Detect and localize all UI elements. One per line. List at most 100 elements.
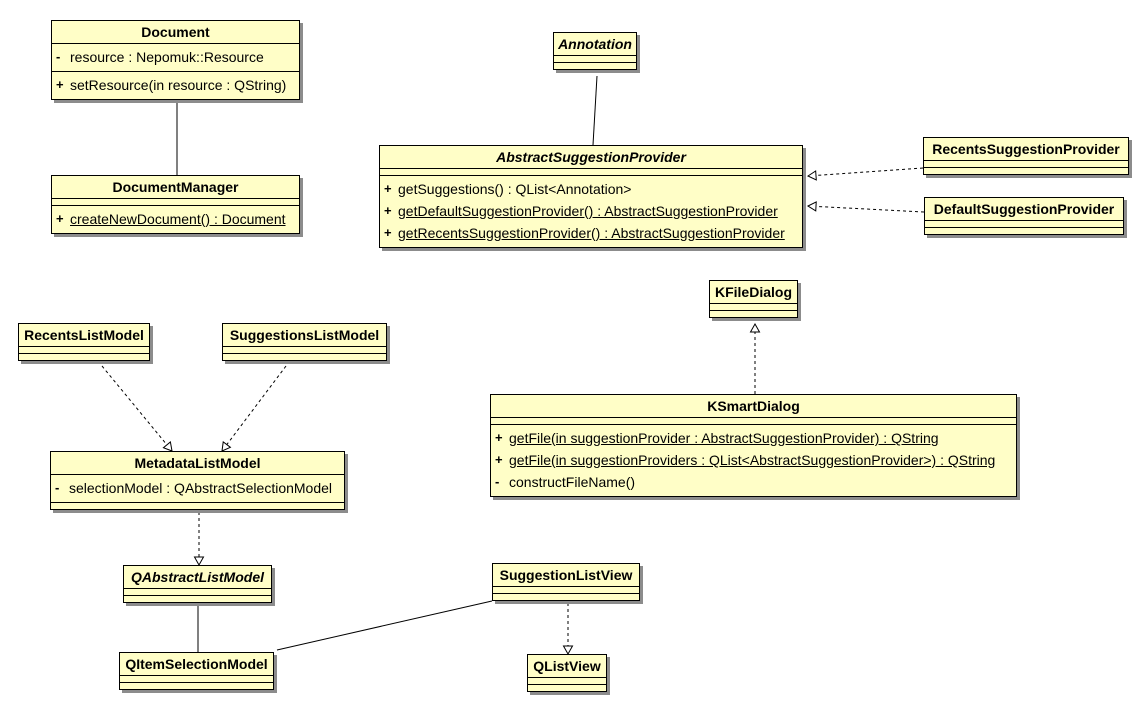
class-name: AbstractSuggestionProvider — [496, 149, 686, 165]
attribute-compartment — [19, 346, 149, 353]
class-name: Document — [141, 24, 210, 40]
class-document: Document-resource : Nepomuk::Resource+ se… — [51, 20, 300, 100]
operation-signature: setResource(in resource : QString) — [70, 77, 287, 93]
visibility-marker: - — [495, 474, 500, 489]
class-name: Annotation — [558, 36, 632, 52]
operation-compartment — [124, 595, 271, 602]
class-name: KSmartDialog — [707, 398, 800, 414]
attribute-compartment — [52, 198, 299, 205]
hollow-arrowhead-icon — [806, 170, 817, 181]
attribute-signature: selectionModel : QAbstractSelectionModel — [69, 480, 333, 496]
operation-compartment — [528, 684, 606, 691]
class-name: RecentsSuggestionProvider — [932, 141, 1120, 157]
class-q-abstract-list-model: QAbstractListModel — [123, 565, 272, 603]
operation-compartment: + getFile(in suggestionProvider : Abstrac… — [491, 424, 1016, 496]
class-abstract-suggestion-provider: AbstractSuggestionProvider + getSuggestion… — [379, 145, 803, 248]
attribute-compartment — [554, 55, 636, 62]
visibility-marker: + — [495, 452, 503, 467]
operation-compartment — [925, 227, 1123, 234]
class-suggestion-list-view: SuggestionListView — [492, 563, 640, 601]
attribute-compartment — [924, 160, 1128, 167]
attribute-compartment — [223, 346, 386, 353]
operation-row: + getRecentsSuggestionProvider() : Abstra… — [380, 222, 802, 244]
class-default-suggestion-provider: DefaultSuggestionProvider — [924, 197, 1124, 235]
class-annotation: Annotation — [553, 32, 637, 70]
class-q-list-view: QListView — [527, 654, 607, 692]
operation-compartment — [554, 62, 636, 69]
attribute-compartment — [493, 586, 639, 593]
association-suggestion-list-view-to-qitem-selection-model — [276, 600, 493, 651]
operation-row: + getFile(in suggestionProviders : QList<… — [491, 449, 1016, 471]
operation-signature: getFile(in suggestionProvider : Abstract… — [509, 430, 939, 446]
class-name: DocumentManager — [112, 179, 239, 195]
class-name: RecentsListModel — [24, 327, 144, 343]
class-recents-suggestion-provider: RecentsSuggestionProvider — [923, 137, 1129, 175]
operation-row: + getDefaultSuggestionProvider() : Abstra… — [380, 200, 802, 222]
attribute-compartment — [491, 417, 1016, 424]
class-k-file-dialog: KFileDialog — [709, 280, 798, 318]
class-name: SuggestionsListModel — [229, 327, 380, 343]
operation-row: +createNewDocument() : Document — [52, 208, 299, 230]
operation-compartment: + setResource(in resource : QString) — [52, 71, 299, 99]
operation-signature: getDefaultSuggestionProvider() : Abstrac… — [398, 203, 778, 219]
class-recents-list-model: RecentsListModel — [18, 323, 150, 361]
class-metadata-list-model: MetadataListModel -selectionModel : QAbst… — [50, 451, 345, 510]
class-q-item-selection-model: QItemSelectionModel — [119, 652, 274, 690]
operation-compartment — [493, 593, 639, 600]
operation-compartment — [924, 167, 1128, 174]
visibility-marker: + — [495, 430, 503, 445]
realization-recents-suggestion-provider-to-abstract-suggestion-provider — [807, 167, 924, 177]
class-name: KFileDialog — [714, 284, 792, 300]
class-name: QAbstractListModel — [130, 569, 264, 585]
class-k-smart-dialog: KSmartDialog + getFile(in suggestionProvid… — [490, 394, 1017, 497]
attribute-compartment — [124, 588, 271, 595]
visibility-marker: + — [56, 77, 64, 92]
hollow-arrowhead-icon — [162, 441, 173, 452]
operation-signature: getFile(in suggestionProviders : QList<A… — [509, 452, 996, 468]
attribute-signature: resource : Nepomuk::Resource — [70, 49, 264, 65]
visibility-marker: + — [384, 203, 392, 218]
operation-compartment: +createNewDocument() : Document — [52, 205, 299, 233]
class-name: QItemSelectionModel — [125, 656, 268, 672]
operation-signature: createNewDocument() : Document — [70, 211, 286, 227]
operation-row: + getSuggestions() : QList<Annotation> — [380, 178, 802, 200]
attribute-row: -selectionModel : QAbstractSelectionMode… — [51, 477, 344, 499]
attribute-compartment — [710, 303, 797, 310]
operation-compartment — [51, 502, 344, 509]
hollow-arrowhead-icon — [562, 645, 574, 656]
class-name: MetadataListModel — [134, 455, 261, 471]
attribute-compartment — [380, 168, 802, 175]
hollow-arrowhead-icon — [806, 201, 817, 212]
hollow-arrowhead-icon — [749, 322, 761, 333]
class-name: QListView — [533, 658, 601, 674]
operation-compartment: + getSuggestions() : QList<Annotation> + ge… — [380, 175, 802, 247]
visibility-marker: + — [384, 225, 392, 240]
realization-suggestions-list-model-to-metadata-list-model — [221, 365, 287, 452]
attribute-compartment — [925, 220, 1123, 227]
operation-row: + setResource(in resource : QString) — [52, 74, 299, 96]
operation-compartment — [120, 682, 273, 689]
visibility-marker: + — [384, 181, 392, 196]
operation-signature: getSuggestions() : QList<Annotation> — [398, 181, 632, 197]
attribute-compartment — [120, 675, 273, 682]
class-document-manager: DocumentManager +createNewDocument() : Do… — [51, 175, 300, 234]
operation-row: -constructFileName() — [491, 471, 1016, 493]
operation-signature: getRecentsSuggestionProvider() : Abstrac… — [398, 225, 785, 241]
association-annotation-to-abstract-suggestion-provider — [592, 75, 598, 146]
attribute-compartment — [528, 677, 606, 684]
realization-recents-list-model-to-metadata-list-model — [101, 365, 173, 452]
operation-row: + getFile(in suggestionProvider : Abstrac… — [491, 427, 1016, 449]
attribute-compartment: -selectionModel : QAbstractSelectionMode… — [51, 474, 344, 502]
visibility-marker: - — [55, 480, 60, 495]
class-name: SuggestionListView — [499, 567, 633, 583]
operation-compartment — [223, 353, 386, 360]
hollow-arrowhead-icon — [221, 440, 232, 452]
hollow-arrowhead-icon — [193, 556, 205, 567]
attribute-row: -resource : Nepomuk::Resource — [52, 46, 299, 68]
operation-compartment — [710, 310, 797, 317]
class-name: DefaultSuggestionProvider — [933, 201, 1115, 217]
visibility-marker: - — [56, 49, 61, 64]
attribute-compartment: -resource : Nepomuk::Resource — [52, 43, 299, 71]
